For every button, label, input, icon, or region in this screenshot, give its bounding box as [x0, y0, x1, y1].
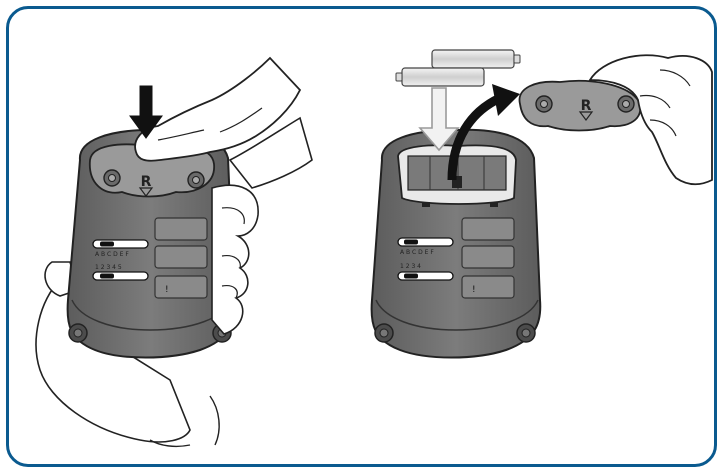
left-label-panel-1 [154, 217, 208, 241]
insert-batteries-arrow [418, 87, 460, 152]
aa-battery-top [431, 49, 521, 69]
left-label-panel-2 [154, 245, 208, 269]
right-label-panel-1 [461, 217, 515, 241]
left-pressing-hand [134, 56, 302, 162]
right-panel: ! A B C D E F 1 2 3 4 R [370, 49, 713, 359]
right-cover-glyph: R [581, 98, 592, 114]
left-small-label: ! [165, 285, 169, 295]
left-hand-wrist [228, 116, 313, 189]
right-label-panel-3 [461, 275, 515, 299]
right-slider-a-letters: A B C D E F [400, 249, 434, 256]
right-device-rim [375, 299, 539, 331]
left-slider-b-digits: 1 2 3 4 5 [95, 264, 122, 271]
right-label-panel-2 [461, 245, 515, 269]
remove-cover-arrow [447, 93, 503, 181]
right-slider-b-digits: 1 2 3 4 [400, 263, 421, 270]
left-cover-glyph: R [141, 174, 152, 190]
removed-battery-cover [518, 79, 641, 132]
right-small-label: ! [472, 285, 476, 295]
press-down-arrow [129, 85, 163, 139]
aa-battery-bottom [395, 67, 485, 87]
left-hand-right-fingers [211, 184, 259, 335]
left-panel: R ! A B C D E F 1 2 3 4 5 [35, 56, 313, 448]
left-slider-a-letters: A B C D E F [95, 251, 129, 258]
left-label-panel-3 [154, 275, 208, 299]
